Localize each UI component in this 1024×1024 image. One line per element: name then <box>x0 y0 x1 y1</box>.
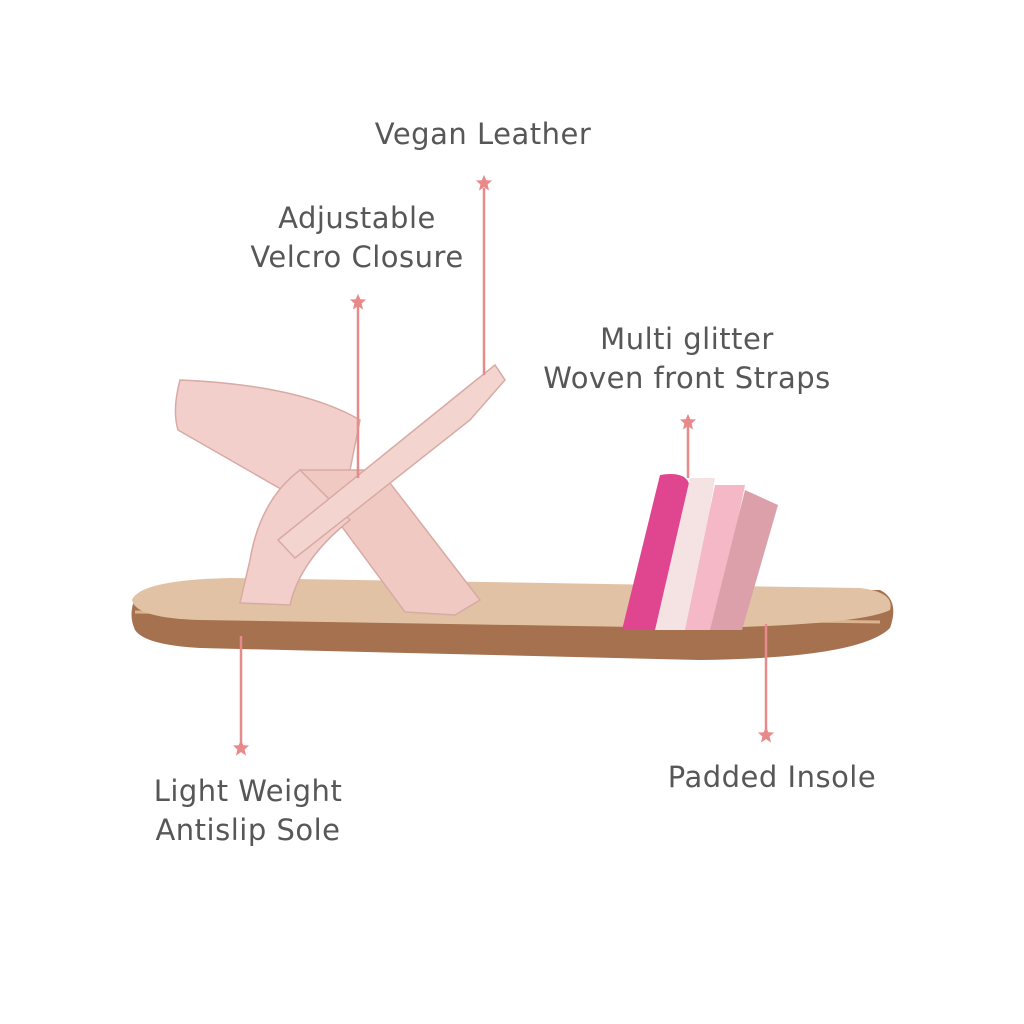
callout-text: Velcro Closure <box>250 240 464 274</box>
callout-text: Antislip Sole <box>155 813 341 847</box>
callout-text: Vegan Leather <box>374 117 592 151</box>
star-icon <box>757 726 775 743</box>
woven-strap-glitter <box>710 490 778 630</box>
callout-padded-insole: Padded Insole <box>668 758 876 797</box>
callout-text: Adjustable <box>278 201 436 235</box>
callout-text: Woven front Straps <box>543 361 831 395</box>
callout-antislip-sole: Light Weight Antislip Sole <box>154 772 343 850</box>
callout-text: Multi glitter <box>600 322 774 356</box>
star-icon <box>232 739 250 756</box>
woven-strap-white <box>655 478 715 630</box>
callout-vegan-leather: Vegan Leather <box>375 115 591 154</box>
callout-text: Light Weight <box>153 774 343 808</box>
callout-text: Padded Insole <box>667 760 877 794</box>
woven-strap-magenta <box>622 474 690 630</box>
callout-woven-straps: Multi glitter Woven front Straps <box>543 320 831 398</box>
callout-velcro-closure: Adjustable Velcro Closure <box>250 199 463 277</box>
velcro-strap <box>276 363 506 560</box>
woven-strap-light-pink <box>685 485 745 630</box>
